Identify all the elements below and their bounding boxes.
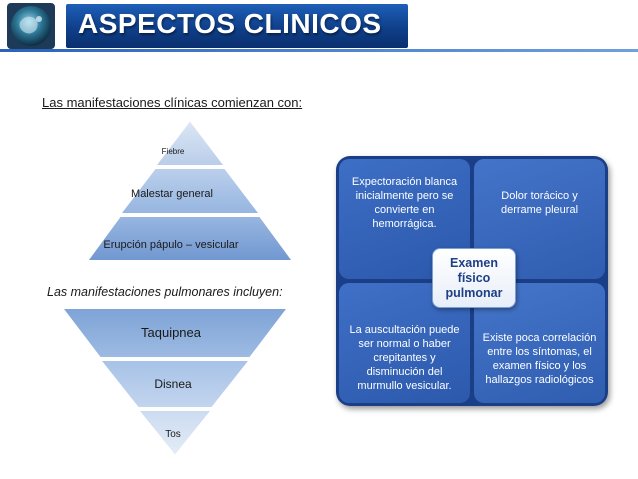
clinical-pyramid: Fiebre Malestar general Erupción pápulo … <box>85 118 295 262</box>
matrix-text-4: Existe poca correlación entre los síntom… <box>482 332 597 386</box>
matrix-center-text: Examen físico pulmonar <box>445 255 503 300</box>
title-bar <box>66 4 408 48</box>
matrix-center-label: Examen físico pulmonar <box>432 248 516 308</box>
inverted-level-3 <box>135 409 215 458</box>
matrix-text-1: Expectoración blanca inicialmente pero s… <box>351 176 458 230</box>
inverted-level-2 <box>97 359 253 409</box>
pulmonary-label: Las manifestaciones pulmonares incluyen: <box>47 285 283 299</box>
inverted-label-dyspnea: Disnea <box>154 377 192 391</box>
slide-title: ASPECTOS CLINICOS <box>78 8 382 39</box>
matrix-quadrant-1: Expectoración blanca inicialmente pero s… <box>339 159 470 279</box>
globe-logo-icon <box>6 2 56 50</box>
pyramid-label-malaise: Malestar general <box>131 188 213 200</box>
matrix-text-3: La auscultación puede ser normal o haber… <box>349 324 460 392</box>
inverted-label-tachypnea: Taquipnea <box>141 325 202 340</box>
pyramid-level-2 <box>117 167 263 215</box>
inverted-label-cough: Tos <box>165 429 181 440</box>
pyramid-level-3 <box>85 215 295 262</box>
intro-text: Las manifestaciones clínicas comienzan c… <box>42 95 303 110</box>
inverted-level-1 <box>60 307 290 359</box>
pyramid-label-rash: Erupción pápulo – vesicular <box>103 239 238 251</box>
matrix-text-2: Dolor torácico y derrame pleural <box>500 190 579 216</box>
pyramid-label-fever: Fiebre <box>162 147 185 156</box>
pulmonary-inverted-pyramid: Taquipnea Disnea Tos <box>60 307 290 458</box>
header-divider <box>0 49 638 52</box>
pyramid-level-1 <box>152 118 228 167</box>
